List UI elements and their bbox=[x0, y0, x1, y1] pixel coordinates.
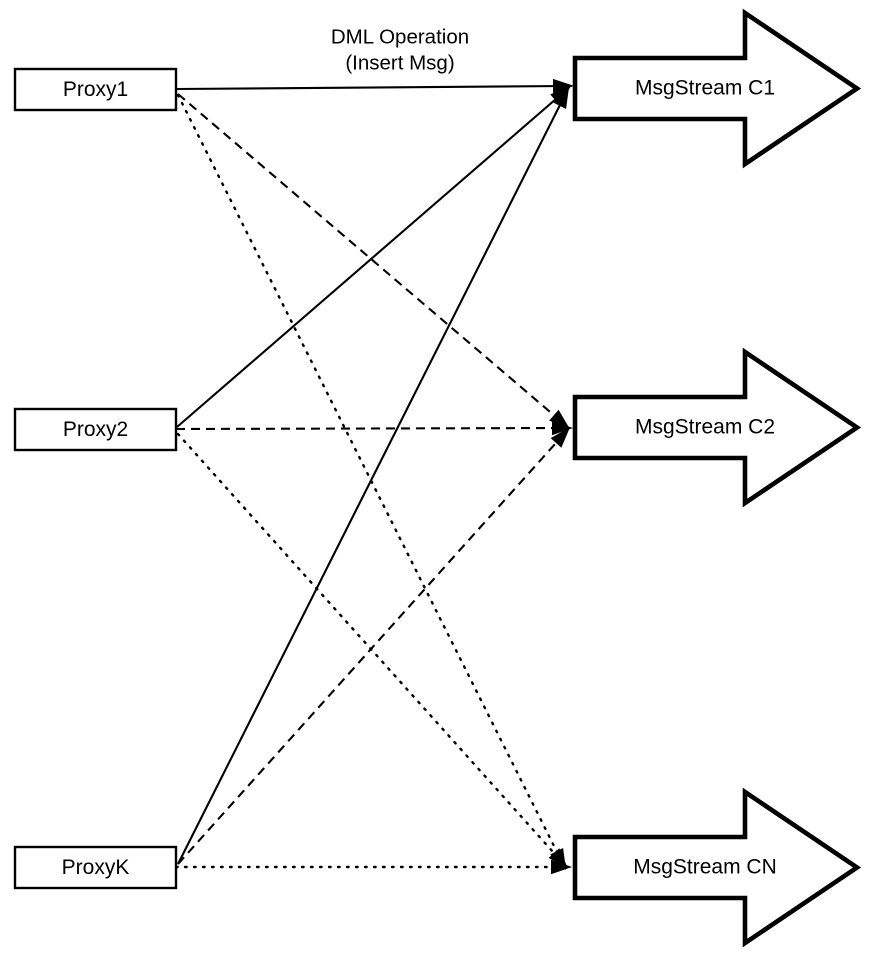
edge-proxy1-cn-dotted bbox=[176, 93, 564, 864]
proxy-node-proxyk[interactable]: ProxyK bbox=[13, 845, 178, 890]
proxy-node-proxy1[interactable]: Proxy1 bbox=[13, 67, 178, 112]
proxy-label: ProxyK bbox=[62, 856, 130, 879]
msgstream-arrow-shape bbox=[572, 8, 862, 169]
msgstream-label: MsgStream C1 bbox=[635, 77, 775, 100]
edge-proxy1-c2-dashed bbox=[177, 93, 564, 424]
proxy-label: Proxy2 bbox=[63, 418, 128, 441]
msgstream-arrow-shape bbox=[572, 347, 862, 508]
edge-arrowhead-proxy2-cn bbox=[548, 848, 569, 869]
edge-proxyk-c1-solid bbox=[177, 94, 566, 865]
msgstream-node-cn[interactable]: MsgStream CN bbox=[572, 787, 862, 948]
msgstream-label: MsgStream C2 bbox=[635, 416, 775, 439]
edge-arrowhead-proxyk-c2 bbox=[550, 427, 571, 448]
proxy-node-proxy2[interactable]: Proxy2 bbox=[13, 407, 178, 452]
edge-proxy2-c2-dashed bbox=[175, 426, 565, 431]
edge-proxy2-cn-dotted bbox=[176, 432, 564, 864]
msgstream-arrows-layer: MsgStream C1 MsgStream C2 MsgStream CN bbox=[572, 8, 862, 948]
proxy-box-rect bbox=[13, 407, 178, 452]
edge-label-line-1: DML Operation bbox=[331, 25, 469, 48]
msgstream-node-c1[interactable]: MsgStream C1 bbox=[572, 8, 862, 169]
arrowheads-layer bbox=[548, 78, 574, 875]
proxy-box-rect bbox=[13, 67, 178, 112]
edge-arrowhead-proxy1-c1 bbox=[552, 78, 574, 94]
msgstream-label: MsgStream CN bbox=[633, 856, 777, 879]
edge-arrowhead-proxy2-c2 bbox=[551, 420, 573, 436]
edge-label-dml-operation: DML Operation (Insert Msg) bbox=[331, 25, 469, 74]
proxy-box-rect bbox=[13, 845, 178, 890]
edge-proxy1-c1-solid bbox=[175, 84, 566, 91]
edge-arrowhead-proxyk-cn bbox=[551, 859, 572, 875]
edge-label-line-2: (Insert Msg) bbox=[345, 51, 454, 74]
proxy-label: Proxy1 bbox=[63, 78, 128, 101]
edge-proxyk-c2-dashed bbox=[177, 433, 565, 865]
msgstream-node-c2[interactable]: MsgStream C2 bbox=[572, 347, 862, 508]
msgstream-arrow-shape bbox=[572, 787, 862, 948]
edge-proxy2-c1-solid bbox=[176, 91, 565, 428]
edge-arrowhead-proxy1-c2 bbox=[549, 409, 570, 429]
edges-layer bbox=[174, 84, 566, 869]
edge-arrowhead-proxyk-c1 bbox=[553, 86, 570, 109]
